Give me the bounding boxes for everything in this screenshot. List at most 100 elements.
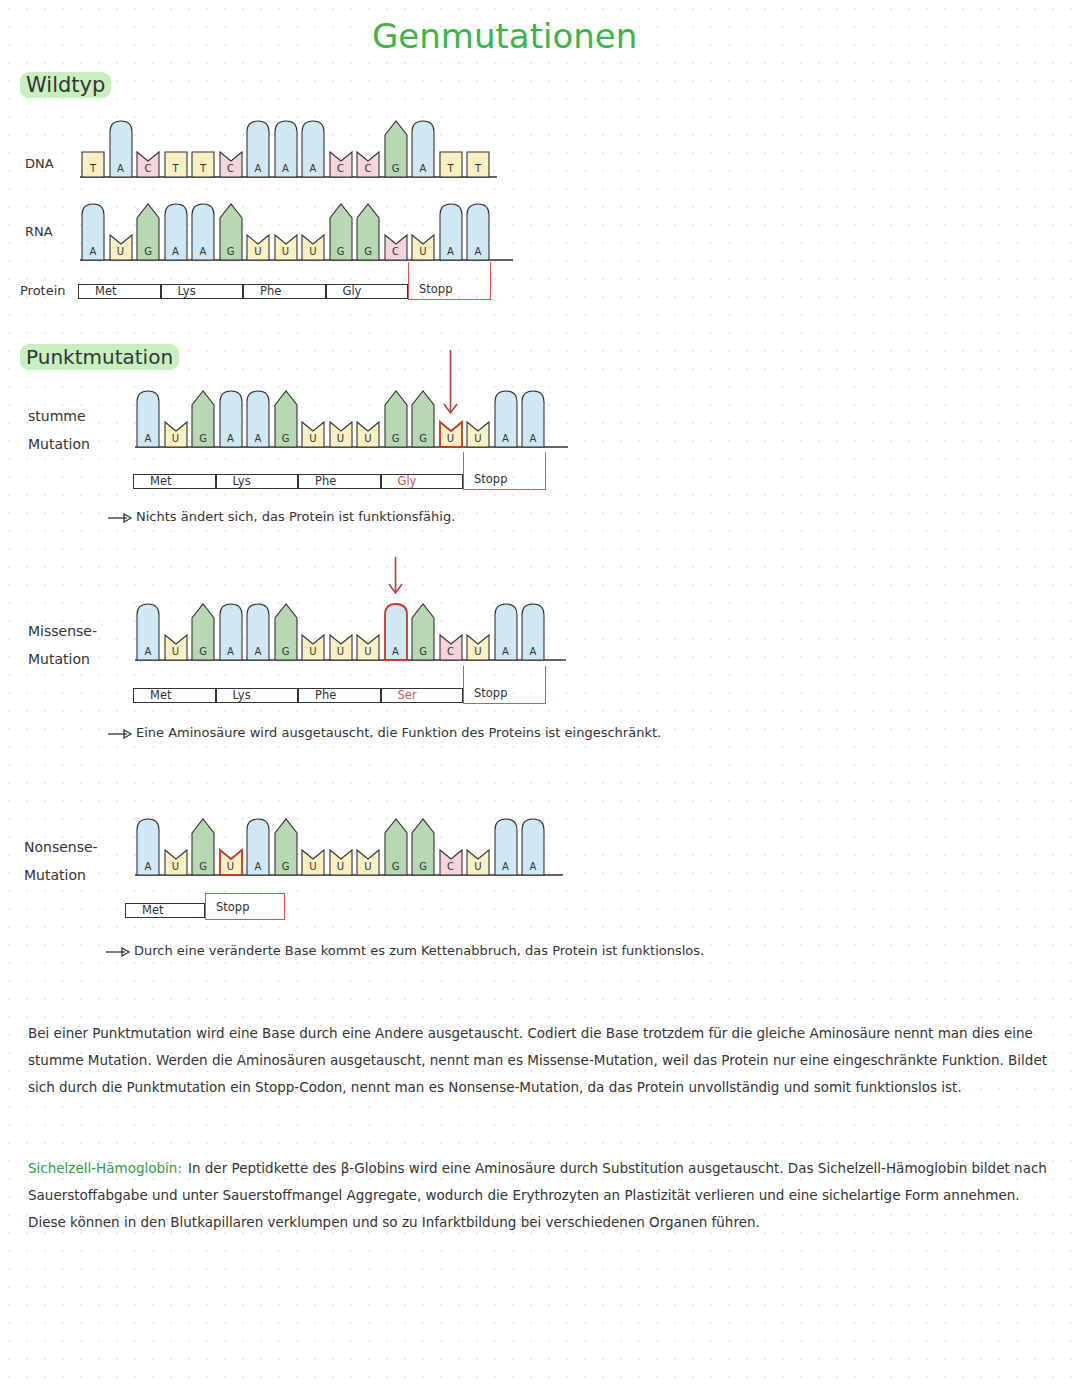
amino-acid-label: Lys — [233, 689, 251, 701]
base-outline — [467, 422, 489, 447]
amino-acid-box: Phe — [298, 688, 381, 703]
base-letter: A — [467, 246, 489, 257]
arrow-head — [124, 730, 131, 738]
amino-acid-box: Lys — [161, 284, 244, 299]
nucleotide-base: A — [412, 121, 434, 177]
base-letter: T — [467, 163, 489, 174]
base-letter: C — [385, 246, 407, 257]
base-letter: U — [357, 646, 379, 657]
amino-acid-box: Lys — [216, 474, 299, 489]
base-letter: A — [247, 861, 269, 872]
base-outline — [412, 391, 434, 447]
base-outline — [522, 819, 544, 875]
base-outline — [467, 850, 489, 875]
base-letter: T — [82, 163, 104, 174]
base-outline — [385, 819, 407, 875]
nucleotide-base: G — [137, 204, 159, 260]
base-outline — [302, 850, 324, 875]
amino-acid-box: Met — [133, 474, 216, 489]
amino-acid-box: Met — [78, 284, 161, 299]
base-outline — [302, 121, 324, 177]
nucleotide-base: C — [357, 152, 379, 177]
base-letter: C — [440, 861, 462, 872]
amino-acid-box: Phe — [243, 284, 326, 299]
base-letter: A — [110, 163, 132, 174]
base-letter: A — [495, 646, 517, 657]
nucleotide-base: A — [385, 604, 407, 660]
section-heading: Punktmutation — [20, 344, 179, 370]
base-letter: A — [82, 246, 104, 257]
base-outline — [192, 152, 214, 177]
base-outline — [357, 422, 379, 447]
base-letter: A — [302, 163, 324, 174]
nucleotide-base: U — [302, 850, 324, 875]
base-outline — [440, 152, 462, 177]
base-outline — [440, 850, 462, 875]
note-arrows — [106, 514, 131, 956]
base-letter: G — [385, 433, 407, 444]
base-letter: U — [110, 246, 132, 257]
amino-acid-label: Lys — [178, 285, 196, 297]
base-letter: A — [522, 646, 544, 657]
amino-acid-label: Met — [150, 475, 172, 487]
nucleotide-base: U — [330, 422, 352, 447]
base-outline — [385, 235, 407, 260]
base-letter: U — [440, 433, 462, 444]
base-letter: U — [302, 246, 324, 257]
base-outline — [137, 391, 159, 447]
nucleotide-base: U — [110, 235, 132, 260]
stop-codon-box: Stopp — [463, 666, 546, 704]
nucleotide-base: A — [247, 604, 269, 660]
nucleotide-base: T — [192, 152, 214, 177]
nucleotide-base: A — [247, 121, 269, 177]
nucleotide-base: G — [275, 391, 297, 447]
nucleotide-base: U — [302, 422, 324, 447]
base-outline — [330, 850, 352, 875]
nucleotide-base: G — [330, 204, 352, 260]
base-letter: A — [247, 163, 269, 174]
base-outline — [137, 204, 159, 260]
base-letter: C — [137, 163, 159, 174]
base-outline — [467, 635, 489, 660]
nucleotide-base: A — [495, 604, 517, 660]
base-letter: U — [302, 433, 324, 444]
amino-acid-label: Phe — [315, 475, 336, 487]
nucleotide-base: G — [275, 819, 297, 875]
arrow-head — [124, 514, 131, 522]
base-outline — [165, 850, 187, 875]
base-letter: U — [247, 246, 269, 257]
base-outline — [330, 204, 352, 260]
nucleotide-base: G — [275, 604, 297, 660]
nucleotide-base: A — [220, 604, 242, 660]
amino-acid-box: Lys — [216, 688, 299, 703]
nucleotide-base: U — [467, 422, 489, 447]
base-letter: G — [412, 646, 434, 657]
base-outline — [137, 604, 159, 660]
mutation-type: stumme Mutation — [28, 402, 120, 458]
base-letter: U — [165, 646, 187, 657]
base-outline — [220, 850, 242, 875]
base-letter: U — [165, 433, 187, 444]
base-outline — [495, 819, 517, 875]
base-letter: C — [330, 163, 352, 174]
base-letter: A — [192, 246, 214, 257]
nucleotide-base: G — [412, 604, 434, 660]
base-outline — [192, 391, 214, 447]
base-letter: G — [192, 861, 214, 872]
base-letter: U — [330, 433, 352, 444]
base-outline — [165, 422, 187, 447]
base-letter: U — [302, 646, 324, 657]
nucleotide-base: C — [385, 235, 407, 260]
base-letter: C — [220, 163, 242, 174]
base-outline — [302, 422, 324, 447]
base-outline — [412, 819, 434, 875]
arrow-head — [444, 404, 457, 413]
base-outline — [247, 235, 269, 260]
base-outline — [220, 152, 242, 177]
nucleotide-base: U — [440, 422, 462, 447]
nucleotide-base: C — [440, 635, 462, 660]
amino-acid-box: Gly — [326, 284, 409, 299]
base-outline — [412, 235, 434, 260]
base-letter: A — [165, 246, 187, 257]
